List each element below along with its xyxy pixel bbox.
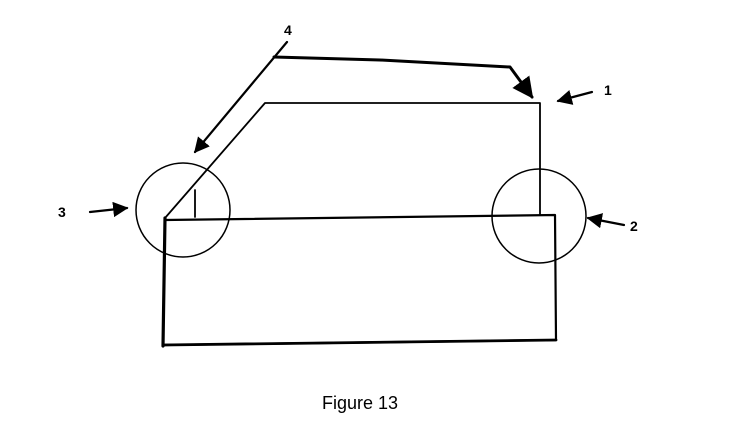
base-rectangle xyxy=(161,213,558,347)
joint-circle-left xyxy=(135,162,231,258)
upper-frame xyxy=(164,102,541,219)
label-3: 3 xyxy=(58,204,66,220)
figure-caption: Figure 13 xyxy=(322,393,398,413)
leader-line-4-branch xyxy=(193,40,289,154)
pointer-arrow-2 xyxy=(586,213,626,229)
pointer-arrow-3 xyxy=(88,201,129,218)
label-2: 2 xyxy=(630,218,638,234)
leader-line-4 xyxy=(272,55,534,99)
base-left-edge xyxy=(161,216,167,348)
pointer-arrow-1 xyxy=(556,90,594,105)
joint-circle-right xyxy=(491,168,587,264)
label-1: 1 xyxy=(604,82,612,98)
base-bottom-edge xyxy=(161,338,558,347)
label-4: 4 xyxy=(284,22,292,38)
